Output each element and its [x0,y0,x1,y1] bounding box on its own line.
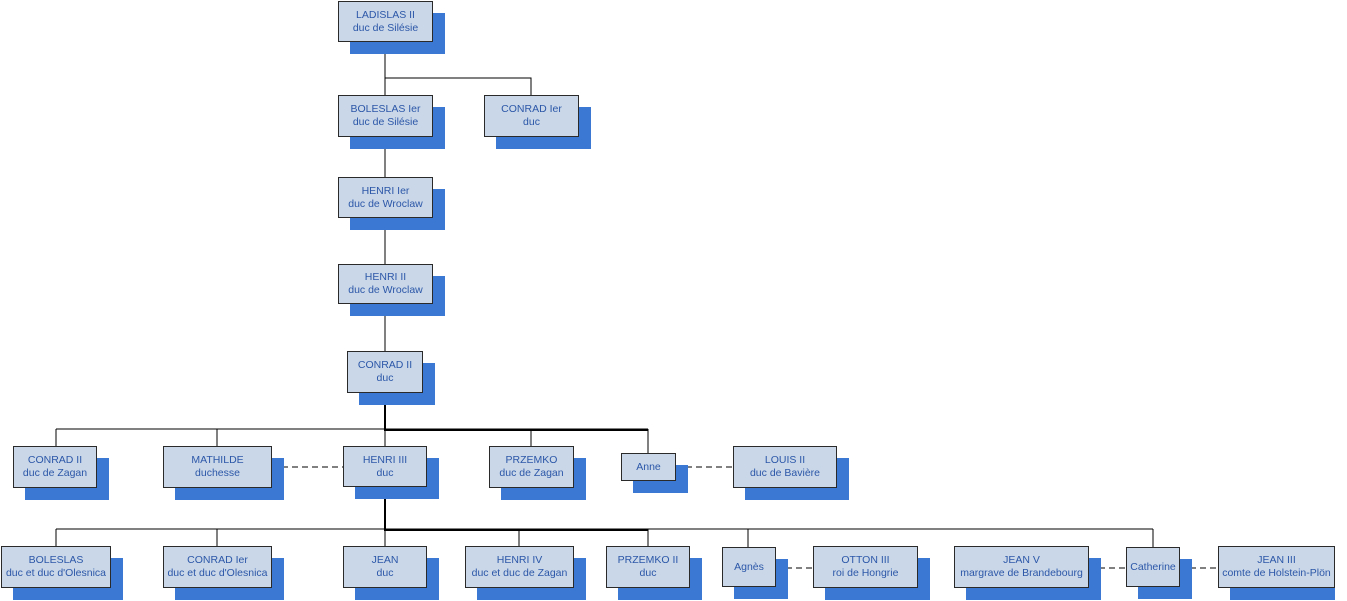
person-ladislas2: LADISLAS II duc de Silésie [338,1,445,54]
person-box: LADISLAS II duc de Silésie [338,1,433,42]
person-name: Anne [636,460,661,473]
person-jean3: JEAN III comte de Holstein-Plön [1218,546,1335,600]
person-henri1: HENRI Ier duc de Wroclaw [338,177,445,230]
line-ladislas-children [384,42,532,95]
person-henri3: HENRI III duc [343,446,439,499]
person-box: HENRI III duc [343,446,427,487]
person-title: comte de Holstein-Plön [1222,567,1331,579]
person-name: CONRAD Ier [501,103,562,115]
person-conrad2-zagan: CONRAD II duc de Zagan [13,446,109,500]
person-title: duc [523,116,540,128]
person-przemko: PRZEMKO duc de Zagan [489,446,586,500]
person-jean: JEAN duc [343,546,439,600]
person-name: BOLESLAS Ier [350,103,421,115]
person-name: LADISLAS II [356,8,415,21]
person-boleslas: BOLESLAS duc et duc d'Olesnica [1,546,123,600]
person-box: JEAN III comte de Holstein-Plön [1218,546,1335,588]
person-name: LOUIS II [764,454,806,466]
person-title: duc de Bavière [749,467,821,479]
person-title: duc et duc de Zagan [471,567,568,579]
person-name: PRZEMKO II [617,554,679,566]
person-title: duc de Wroclaw [348,284,423,296]
person-catherine: Catherine [1126,547,1192,599]
person-box: CONRAD Ier duc et duc d'Olesnica [163,546,272,588]
person-title: duc de Silésie [352,21,419,34]
person-henri2: HENRI II duc de Wroclaw [338,264,445,316]
person-conrad1b: CONRAD Ier duc et duc d'Olesnica [163,546,284,600]
person-title: duchesse [195,467,240,479]
person-name: HENRI III [362,453,408,466]
person-box: BOLESLAS Ier duc de Silésie [338,95,433,137]
person-box: JEAN duc [343,546,427,588]
person-box: MATHILDE duchesse [163,446,272,488]
person-box: BOLESLAS duc et duc d'Olesnica [1,546,111,588]
person-name: JEAN III [1257,554,1296,566]
person-name: HENRI IV [496,554,543,566]
person-name: BOLESLAS [28,554,84,566]
person-box: HENRI Ier duc de Wroclaw [338,177,433,218]
person-box: HENRI II duc de Wroclaw [338,264,433,304]
person-name: PRZEMKO [505,454,558,466]
person-title: duc de Zagan [22,467,88,479]
person-name: CONRAD II [357,359,413,371]
person-boleslas1: BOLESLAS Ier duc de Silésie [338,95,445,149]
person-conrad2: CONRAD II duc [347,351,435,405]
person-otton3: OTTON III roi de Hongrie [813,546,930,600]
person-name: JEAN [371,554,399,566]
person-title: duc et duc d'Olesnica [5,567,107,579]
line-conrad2-children [55,393,649,453]
person-title: duc [376,372,394,384]
person-title: duc de Wroclaw [348,197,423,210]
person-box: JEAN V margrave de Brandebourg [954,546,1089,588]
person-box: OTTON III roi de Hongrie [813,546,918,588]
person-title: roi de Hongrie [832,567,899,579]
person-jean5: JEAN V margrave de Brandebourg [954,546,1101,600]
person-name: HENRI II [364,271,407,283]
person-box: CONRAD II duc de Zagan [13,446,97,488]
person-conrad1: CONRAD Ier duc [484,95,591,149]
person-title: duc [639,567,657,579]
person-louis2: LOUIS II duc de Bavière [733,446,849,500]
person-box: LOUIS II duc de Bavière [733,446,837,488]
person-name: JEAN V [1003,554,1040,566]
line-main-trunk-upper [384,393,648,431]
person-przemko2: PRZEMKO II duc [606,546,702,600]
person-name: CONRAD II [27,454,83,466]
person-box: CONRAD Ier duc [484,95,579,137]
person-title: margrave de Brandebourg [960,567,1083,579]
person-box: PRZEMKO II duc [606,546,690,588]
person-title: duc de Silésie [352,116,419,128]
person-name: OTTON III [841,554,890,566]
person-title: duc de Zagan [499,467,564,479]
person-name: HENRI Ier [361,184,410,197]
person-mathilde: MATHILDE duchesse [163,446,284,500]
person-title: duc [376,466,394,479]
person-box: Anne [621,453,676,481]
person-henri4: HENRI IV duc et duc de Zagan [465,546,586,600]
person-name: MATHILDE [191,454,244,466]
line-main-trunk-lower [384,487,648,531]
person-title: duc et duc d'Olesnica [167,567,268,579]
person-box: PRZEMKO duc de Zagan [489,446,574,488]
person-title: duc [376,567,394,579]
person-box: HENRI IV duc et duc de Zagan [465,546,574,588]
person-agnes: Agnès [722,547,788,599]
person-name: Catherine [1130,560,1176,573]
person-anne: Anne [621,453,688,493]
person-box: CONRAD II duc [347,351,423,393]
person-box: Agnès [722,547,776,587]
person-name: Agnès [734,560,764,573]
person-box: Catherine [1126,547,1180,587]
person-name: CONRAD Ier [187,554,248,566]
